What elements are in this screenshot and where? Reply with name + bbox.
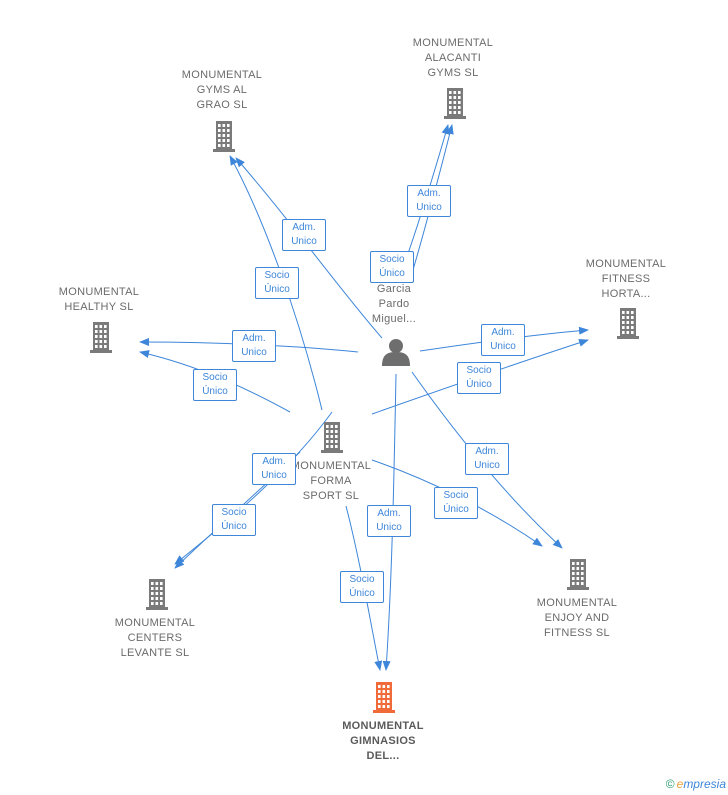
relation-label-line: Adm. (292, 222, 316, 233)
icons-layer (90, 88, 639, 713)
company-building-icon[interactable] (90, 322, 112, 353)
relation-label-line: Unico (261, 470, 287, 481)
relation-label-line: Socio (379, 254, 405, 265)
relation-label-line: Único (264, 284, 290, 295)
relation-label-line: Socio (264, 270, 290, 281)
relation-label: Adm. Unico (252, 453, 296, 485)
company-name-label[interactable]: MONUMENTAL ENJOY AND FITNESS SL (522, 596, 632, 641)
node-label-line: HORTA... (601, 288, 651, 300)
node-label-line: ALACANTI (424, 52, 482, 64)
node-label-line: MONUMENTAL (58, 286, 140, 298)
brand-initial: e (676, 777, 684, 791)
company-building-icon[interactable] (617, 308, 639, 339)
node-label-line: MONUMENTAL (412, 37, 494, 49)
node-label-line: ENJOY AND (544, 612, 610, 624)
relation-label-line: Único (349, 588, 375, 599)
company-name-label[interactable]: MONUMENTAL CENTERS LEVANTE SL (100, 616, 210, 661)
node-label-line: Miguel... (371, 313, 417, 325)
edge-line (174, 411, 333, 565)
relation-label-line: Único (466, 379, 492, 390)
edge-line (235, 157, 383, 339)
footer-brand[interactable]: ©empresia (666, 777, 726, 791)
relation-label-line: Adm. (377, 508, 401, 519)
node-label-line: DEL... (366, 750, 400, 762)
node-label-line: HEALTHY SL (64, 301, 134, 313)
relation-label-line: Unico (291, 236, 317, 247)
relation-label-line: Unico (241, 347, 267, 358)
relation-label-line: Único (443, 504, 469, 515)
relation-label-line: Socio (221, 507, 247, 518)
relation-label: Adm. Unico (282, 219, 326, 251)
relation-label-line: Adm. (262, 456, 286, 467)
node-label-line: MONUMENTAL (181, 69, 263, 81)
relation-label-line: Adm. (491, 327, 515, 338)
relation-label-line: Adm. (417, 188, 441, 199)
relation-label-line: Adm. (475, 446, 499, 457)
relation-label-line: Socio (443, 490, 469, 501)
node-label-line: Garcia (376, 283, 412, 295)
company-name-label[interactable]: MONUMENTAL HEALTHY SL (44, 285, 154, 315)
node-label-line: Pardo (378, 298, 410, 310)
relation-label-line: Unico (376, 522, 402, 533)
relation-label-line: Único (221, 521, 247, 532)
relation-label-line: Socio (466, 365, 492, 376)
company-building-icon[interactable] (213, 121, 235, 152)
relation-label-line: Único (379, 268, 405, 279)
relation-label-line: Socio (349, 574, 375, 585)
company-name-label[interactable]: MONUMENTAL GIMNASIOS DEL... (323, 719, 443, 764)
node-label-line: GRAO SL (196, 99, 248, 111)
copyright-symbol: © (665, 777, 675, 791)
relation-label-line: Único (202, 386, 228, 397)
node-label-line: CENTERS (127, 632, 183, 644)
company-name-label[interactable]: MONUMENTAL FORMA SPORT SL (276, 459, 386, 504)
company-building-icon[interactable] (567, 559, 589, 590)
node-label-line: MONUMENTAL (290, 460, 372, 472)
relation-label-line: Socio (202, 372, 228, 383)
focus-company-building-icon[interactable] (373, 682, 395, 713)
node-label-line: FITNESS SL (544, 627, 610, 639)
relation-label: Adm. Unico (465, 443, 509, 475)
node-label-line: MONUMENTAL (114, 617, 196, 629)
company-name-label[interactable]: MONUMENTAL ALACANTI GYMS SL (398, 36, 508, 81)
node-label-line: MONUMENTAL (585, 258, 667, 270)
node-label-line: GIMNASIOS (350, 735, 416, 747)
company-building-icon[interactable] (146, 579, 168, 610)
node-label-line: GYMS SL (427, 67, 479, 79)
brand-name: mpresia (683, 777, 726, 791)
relation-label-line: Unico (416, 202, 442, 213)
relation-label-line: Unico (490, 341, 516, 352)
node-label-line: SPORT SL (302, 490, 360, 502)
relation-label-line: Unico (474, 460, 500, 471)
node-label-line: MONUMENTAL (536, 597, 618, 609)
relation-label-line: Adm. (242, 333, 266, 344)
relation-label: Adm. Unico (407, 185, 451, 217)
person-icon[interactable] (382, 339, 410, 366)
company-building-icon[interactable] (444, 88, 466, 119)
relation-label: Adm. Unico (367, 505, 411, 537)
relation-label: Adm. Unico (232, 330, 276, 362)
node-label-line: FITNESS (601, 273, 651, 285)
node-label-line: FORMA (310, 475, 352, 487)
company-building-icon[interactable] (321, 422, 343, 453)
company-name-label[interactable]: MONUMENTAL GYMS AL GRAO SL (167, 68, 277, 113)
company-name-label[interactable]: MONUMENTAL FITNESS HORTA... (571, 257, 681, 302)
node-label-line: LEVANTE SL (120, 647, 190, 659)
node-label-line: GYMS AL (196, 84, 248, 96)
node-label-line: MONUMENTAL (342, 720, 424, 732)
relation-label: Adm. Unico (481, 324, 525, 356)
